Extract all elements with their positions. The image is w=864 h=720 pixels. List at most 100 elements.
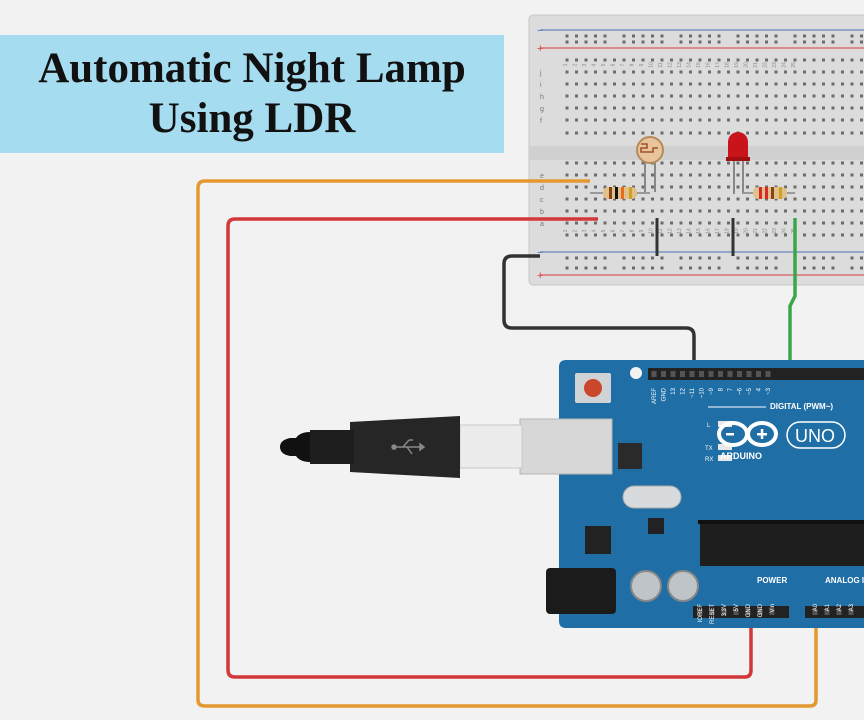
breadboard-hole <box>641 221 645 225</box>
rail-hole <box>632 266 635 270</box>
breadboard-hole <box>575 82 578 86</box>
breadboard-hole <box>812 209 816 213</box>
rail-hole <box>850 34 854 38</box>
breadboard-hole <box>603 106 607 110</box>
breadboard-hole <box>660 131 664 135</box>
breadboard-hole <box>575 233 578 237</box>
breadboard-hole <box>689 58 692 62</box>
breadboard-hole <box>784 221 787 225</box>
breadboard-hole <box>698 221 702 225</box>
breadboard-hole <box>565 106 569 110</box>
header-pin <box>680 371 685 377</box>
rail-hole <box>679 256 683 260</box>
row-letter: f <box>540 118 542 125</box>
column-number: 23 <box>772 228 778 234</box>
breadboard-hole <box>812 185 816 189</box>
breadboard-hole <box>812 173 816 177</box>
rail-hole <box>765 256 768 260</box>
breadboard-hole <box>679 161 683 165</box>
breadboard-hole <box>717 118 721 122</box>
breadboard-hole <box>803 161 806 165</box>
breadboard-hole <box>831 118 835 122</box>
breadboard-hole <box>774 58 778 62</box>
breadboard-hole <box>708 161 711 165</box>
rail-hole <box>708 34 711 38</box>
breadboard-hole <box>784 233 787 237</box>
breadboard-hole <box>708 185 711 189</box>
column-number: 8 <box>630 229 636 232</box>
column-number: 17 <box>715 62 721 68</box>
rail-hole <box>850 266 854 270</box>
breadboard-hole <box>793 161 797 165</box>
breadboard-hole <box>803 94 806 98</box>
pin-label: 3.3V <box>722 604 728 616</box>
breadboard-hole <box>793 209 797 213</box>
rail-hole <box>765 266 768 270</box>
breadboard-hole <box>793 118 797 122</box>
rail-hole <box>689 34 692 38</box>
header-pin <box>836 609 842 615</box>
breadboard-hole <box>841 58 844 62</box>
ldr-photoresistor <box>636 136 664 192</box>
breadboard-hole <box>841 197 844 201</box>
column-number: 22 <box>763 228 769 234</box>
breadboard-hole <box>565 131 569 135</box>
breadboard-hole <box>765 209 768 213</box>
breadboard-hole <box>632 173 635 177</box>
rail-hole <box>575 256 578 260</box>
breadboard-hole <box>565 58 569 62</box>
breadboard-hole <box>594 209 597 213</box>
rail-hole <box>575 266 578 270</box>
reset-button[interactable] <box>575 373 611 403</box>
breadboard-hole <box>613 94 616 98</box>
rail-hole <box>622 40 626 44</box>
rail-plus-bottom: + <box>537 270 543 282</box>
breadboard-hole <box>765 106 768 110</box>
rail-hole <box>774 34 778 38</box>
breadboard-hole <box>831 94 835 98</box>
rail-hole <box>689 40 692 44</box>
breadboard-hole <box>670 185 673 189</box>
breadboard-hole <box>698 197 702 201</box>
breadboard-hole <box>822 173 825 177</box>
column-number: 20 <box>744 62 750 68</box>
breadboard-hole <box>651 233 654 237</box>
breadboard-hole <box>850 118 854 122</box>
breadboard-hole <box>727 173 730 177</box>
crystal <box>622 485 682 509</box>
led-rx <box>718 455 732 461</box>
breadboard-hole <box>860 233 863 237</box>
breadboard-hole <box>812 118 816 122</box>
breadboard-hole <box>755 106 759 110</box>
breadboard-hole <box>565 173 569 177</box>
breadboard-hole <box>755 197 759 201</box>
pin-label: A0 <box>813 603 819 611</box>
breadboard-hole <box>613 233 616 237</box>
breadboard-hole <box>717 173 721 177</box>
column-number: 16 <box>706 62 712 68</box>
breadboard-hole <box>594 233 597 237</box>
breadboard-hole <box>632 70 635 74</box>
breadboard-hole <box>746 70 749 74</box>
header-pin <box>689 371 695 377</box>
breadboard-hole <box>841 106 844 110</box>
breadboard-hole <box>746 82 749 86</box>
column-number: 19 <box>734 228 740 234</box>
column-number: 6 <box>611 63 617 66</box>
header-pin <box>651 371 657 377</box>
breadboard-hole <box>727 233 730 237</box>
breadboard-hole <box>689 233 692 237</box>
column-number: 5 <box>601 229 607 232</box>
breadboard-hole <box>803 233 806 237</box>
breadboard-hole <box>755 185 759 189</box>
rail-hole <box>622 266 626 270</box>
rail-hole <box>736 40 740 44</box>
breadboard-hole <box>841 161 844 165</box>
pin-label: 4 <box>757 387 763 391</box>
breadboard-hole <box>841 173 844 177</box>
breadboard-hole <box>746 221 749 225</box>
breadboard-hole <box>632 161 635 165</box>
breadboard-hole <box>565 70 569 74</box>
power-header <box>693 606 789 618</box>
breadboard-hole <box>850 82 854 86</box>
